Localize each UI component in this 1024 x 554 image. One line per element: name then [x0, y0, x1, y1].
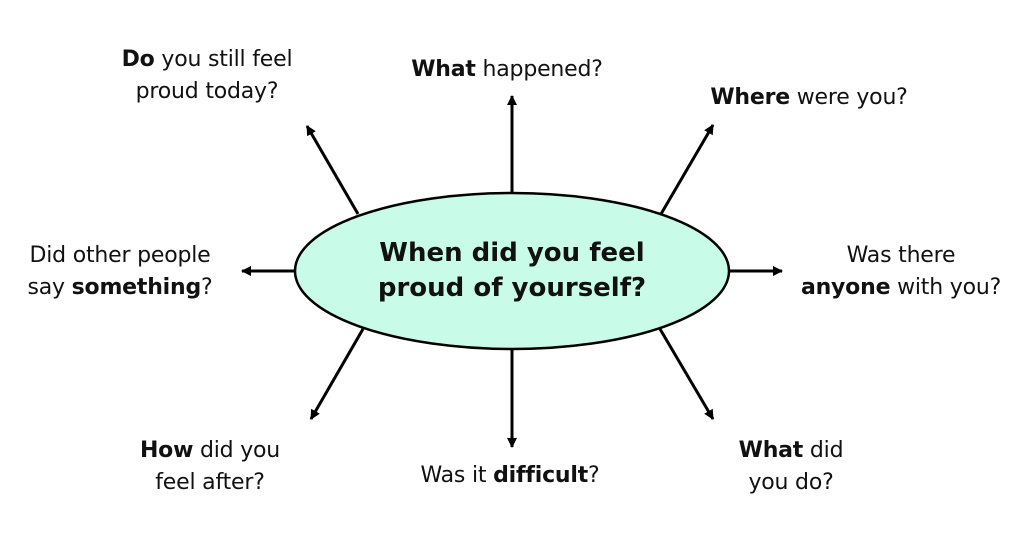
- prompt-top-right: Where were you?: [710, 82, 908, 114]
- prompt-keyword: Do: [121, 47, 155, 72]
- prompt-text: say: [27, 275, 72, 300]
- center-question-line-1: When did you feel: [379, 238, 645, 268]
- center-question-line-2: proud of yourself?: [377, 273, 647, 303]
- center-ellipse: [293, 191, 731, 351]
- prompt-line: How did you: [140, 435, 280, 467]
- prompt-line: Do you still feel: [122, 44, 293, 76]
- prompt-text: happened?: [475, 57, 603, 82]
- prompt-line: you do?: [739, 467, 844, 499]
- prompt-text: Was it: [420, 463, 494, 488]
- prompt-right: Was there anyone with you?: [801, 240, 1001, 304]
- center-question: When did you feel proud of yourself?: [312, 236, 712, 306]
- prompt-text: Was there: [846, 243, 956, 268]
- prompt-bottom-left: How did you feel after?: [140, 435, 280, 499]
- prompt-line: feel after?: [140, 467, 280, 499]
- prompt-line: Was there: [801, 240, 1001, 272]
- prompt-keyword: anyone: [800, 275, 891, 300]
- prompt-keyword: What: [738, 438, 804, 463]
- prompt-keyword: something: [71, 275, 202, 300]
- prompt-text: proud today?: [135, 79, 279, 104]
- prompt-line: anyone with you?: [801, 272, 1001, 304]
- prompt-line: proud today?: [122, 76, 293, 108]
- prompt-bottom: Was it difficult?: [420, 460, 599, 492]
- prompt-left: Did other people say something?: [27, 240, 212, 304]
- arrow-top-left: [305, 125, 360, 215]
- prompt-line: say something?: [27, 272, 212, 304]
- prompt-text: ?: [201, 275, 213, 300]
- prompt-line: What happened?: [411, 54, 603, 86]
- prompt-text: did: [803, 438, 844, 463]
- prompt-text: you still feel: [154, 47, 293, 72]
- prompt-keyword: How: [139, 438, 194, 463]
- prompt-keyword: Where: [710, 85, 790, 110]
- prompt-text: were you?: [789, 85, 908, 110]
- prompt-text: ?: [588, 463, 600, 488]
- prompt-top-left: Do you still feel proud today?: [122, 44, 293, 108]
- prompt-bottom-right: What did you do?: [739, 435, 844, 499]
- prompt-line: Did other people: [27, 240, 212, 272]
- prompt-line: Was it difficult?: [420, 460, 599, 492]
- arrow-bottom-right: [658, 328, 715, 420]
- arrow-bottom-left: [309, 328, 365, 420]
- prompt-text: with you?: [890, 275, 1002, 300]
- prompt-top: What happened?: [411, 54, 603, 86]
- prompt-keyword: difficult: [493, 463, 589, 488]
- prompt-text: Did other people: [29, 243, 211, 268]
- arrow-top-right: [659, 124, 715, 215]
- prompt-line: What did: [739, 435, 844, 467]
- prompt-line: Where were you?: [710, 82, 908, 114]
- prompt-text: you do?: [748, 470, 834, 495]
- prompt-text: did you: [193, 438, 281, 463]
- prompt-text: feel after?: [155, 470, 265, 495]
- prompt-keyword: What: [411, 57, 476, 82]
